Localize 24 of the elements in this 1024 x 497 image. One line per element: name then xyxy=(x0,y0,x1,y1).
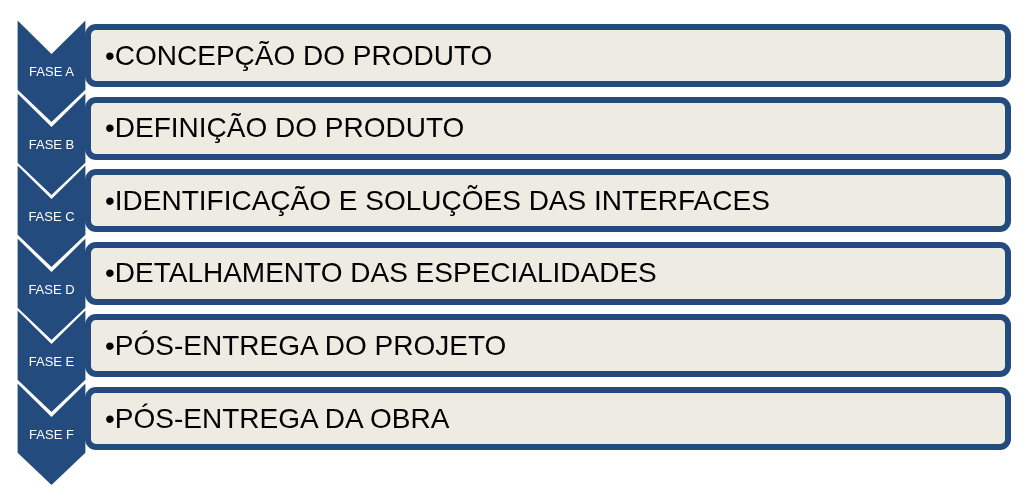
phase-label: FASE F xyxy=(29,427,74,442)
phase-box xyxy=(85,241,1011,305)
chevron-shape xyxy=(16,308,87,415)
phase-box xyxy=(85,169,1011,233)
phase-label: FASE C xyxy=(28,209,75,225)
phase-title: •PÓS-ENTREGA DA OBRA xyxy=(105,402,450,435)
phase-title: •DETALHAMENTO DAS ESPECIALIDADES xyxy=(105,257,657,290)
phase-label: FASE A xyxy=(29,64,74,79)
phase-title: •PÓS-ENTREGA DO PROJETO xyxy=(105,329,507,362)
phase-label: FASE B xyxy=(28,136,75,152)
phase-title: •IDENTIFICAÇÃO E SOLUÇÕES DAS INTERFACES xyxy=(105,184,770,217)
phase-label: FASE D xyxy=(28,281,75,297)
phase-box xyxy=(85,96,1011,160)
phase-label: FASE E xyxy=(28,354,75,370)
phase-box xyxy=(85,314,1011,378)
phase-title: •CONCEPÇÃO DO PRODUTO xyxy=(105,39,493,72)
phase-box xyxy=(85,24,1011,87)
chevron-shape xyxy=(16,90,87,197)
phase-box xyxy=(85,387,1011,450)
chevron-shape xyxy=(16,235,87,342)
chevron-shape xyxy=(16,163,87,270)
phase-title: •DEFINIÇÃO DO PRODUTO xyxy=(105,112,465,145)
chevron-shape xyxy=(16,381,87,487)
chevron-shape xyxy=(16,18,87,124)
